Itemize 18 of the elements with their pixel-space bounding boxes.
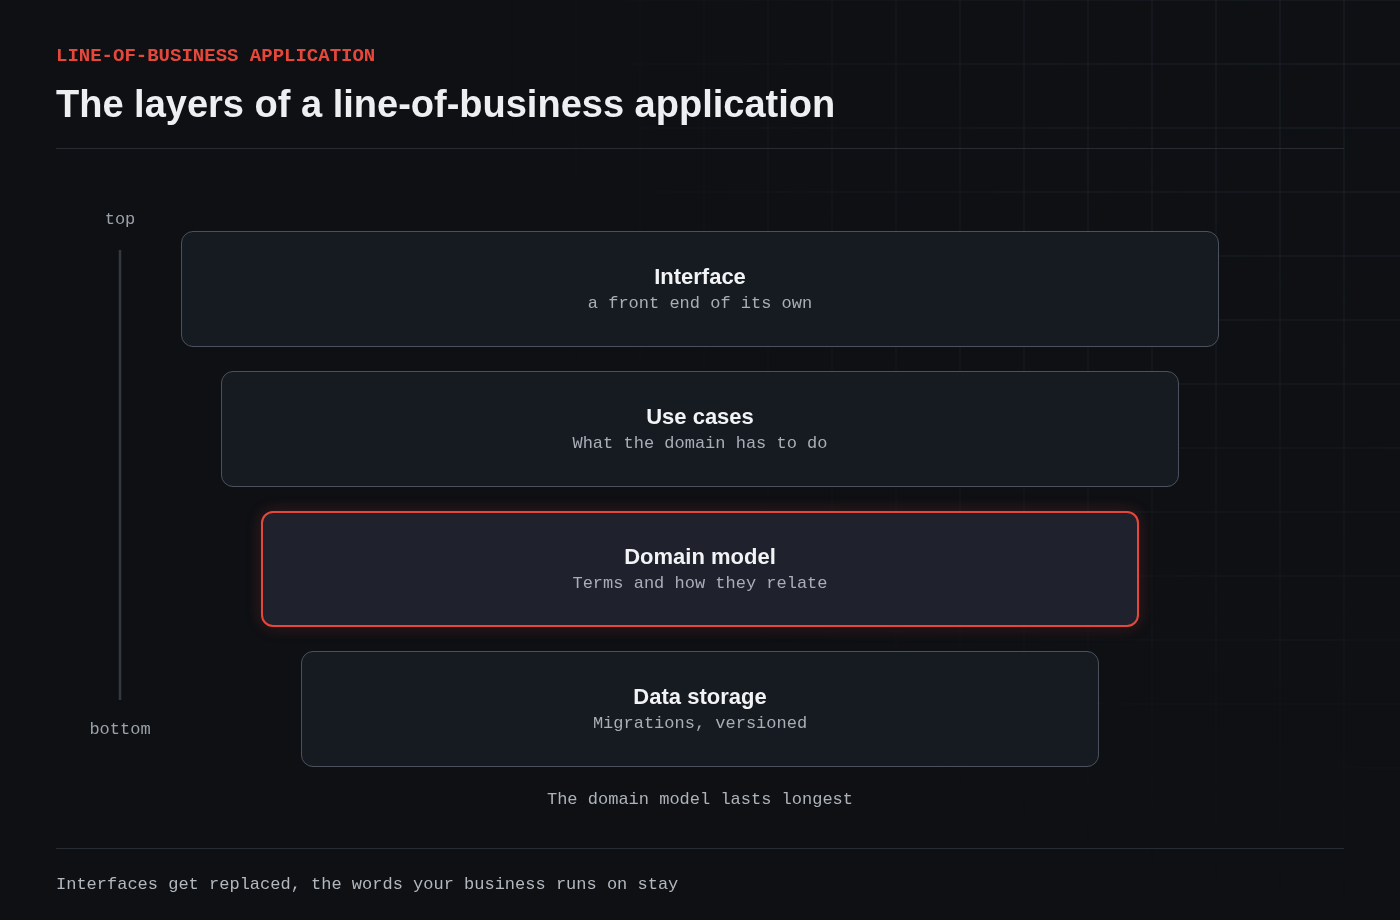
layer-description: Terms and how they relate xyxy=(572,573,828,595)
layer-title: Interface xyxy=(654,263,746,291)
layer-description: a front end of its own xyxy=(587,293,813,315)
title: The layers of a line-of-business application xyxy=(56,82,836,127)
layer-title: Use cases xyxy=(646,403,754,431)
axis-label: top xyxy=(104,209,136,231)
layer-box xyxy=(221,371,1179,487)
layer-box xyxy=(301,651,1099,767)
footer-text: Interfaces get replaced, the words your business runs on stay xyxy=(56,874,679,896)
layer-box xyxy=(181,231,1219,347)
eyebrow-text: LINE-OF-BUSINESS APPLICATION xyxy=(56,45,376,67)
layer-box xyxy=(261,511,1139,627)
axis-label: bottom xyxy=(89,719,151,741)
layer-description: What the domain has to do xyxy=(572,433,828,455)
layer-title: Data storage xyxy=(633,683,767,711)
layer-description: Migrations, versioned xyxy=(592,713,808,735)
layer-title: Domain model xyxy=(624,543,776,571)
note-text: The domain model lasts longest xyxy=(546,789,854,811)
